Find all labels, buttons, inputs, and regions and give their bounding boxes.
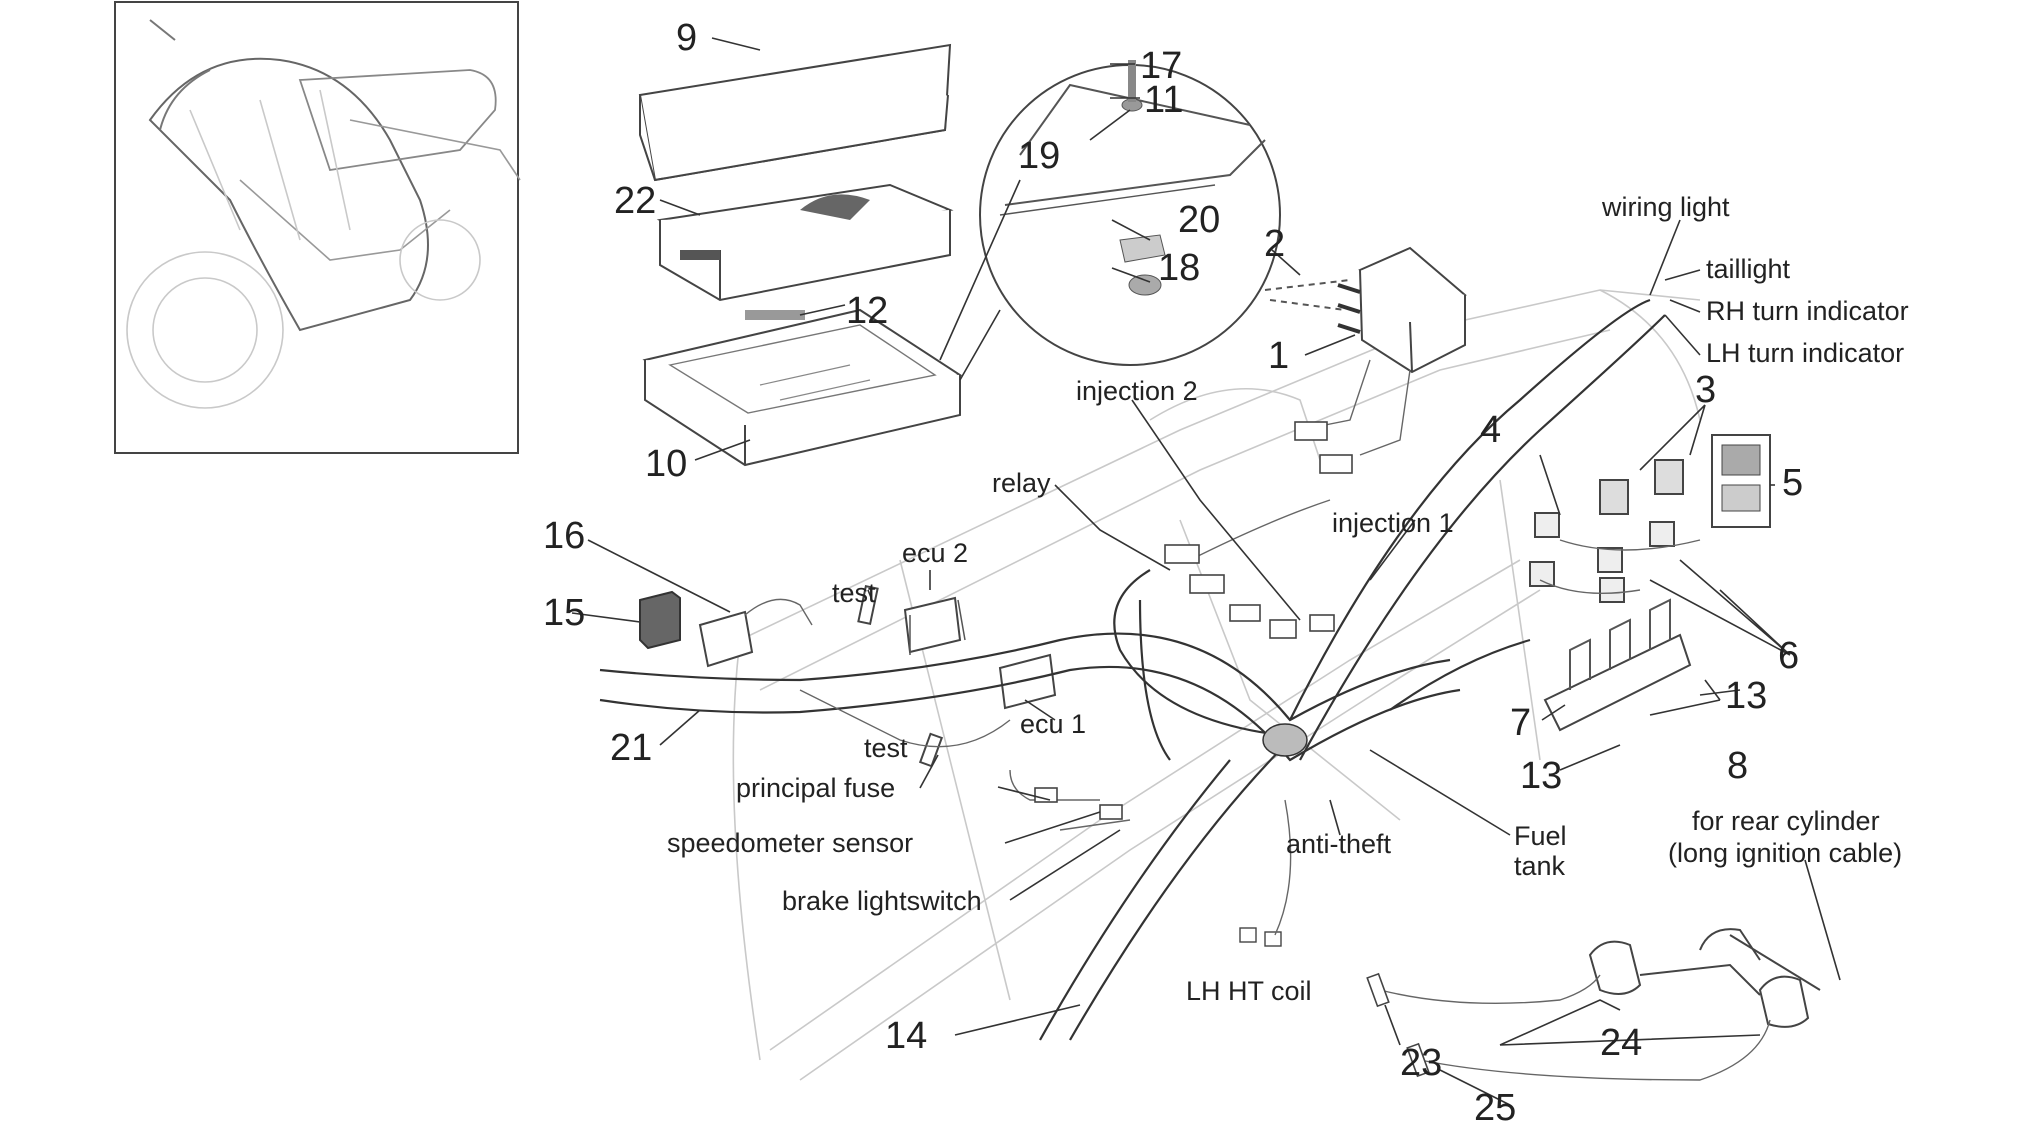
label-long-ignition-cable: (long ignition cable)	[1668, 838, 1902, 868]
callout-24: 24	[1600, 1022, 1642, 1064]
label-fuel: Fuel	[1514, 821, 1567, 851]
callout-1: 1	[1268, 335, 1289, 377]
relay-box-part-5	[1711, 434, 1771, 528]
callout-2: 2	[1264, 223, 1285, 265]
callout-8: 8	[1727, 745, 1748, 787]
label-injection-2: injection 2	[1076, 376, 1198, 406]
callout-5: 5	[1782, 462, 1803, 504]
label-anti-theft: anti-theft	[1286, 829, 1392, 859]
label-principal-fuse: principal fuse	[736, 773, 895, 803]
callout-20: 20	[1178, 199, 1220, 241]
ecu-connectors	[857, 584, 1057, 768]
callout-9: 9	[676, 17, 697, 59]
text-labels: wiring light taillight RH turn indicator…	[667, 192, 1909, 1006]
callout-6: 6	[1778, 635, 1799, 677]
label-test-bottom: test	[864, 733, 908, 763]
module-part-15	[639, 590, 681, 650]
label-lh-ht-coil: LH HT coil	[1186, 976, 1312, 1006]
callout-18: 18	[1158, 247, 1200, 289]
label-speedometer-sensor: speedometer sensor	[667, 828, 913, 858]
label-lh-turn-indicator: LH turn indicator	[1706, 338, 1904, 368]
label-rh-turn-indicator: RH turn indicator	[1706, 296, 1909, 326]
callout-19: 19	[1018, 135, 1060, 177]
callout-14: 14	[885, 1015, 927, 1057]
label-injection-1: injection 1	[1332, 508, 1454, 538]
callout-10: 10	[645, 443, 687, 485]
label-brake-lightswitch: brake lightswitch	[782, 886, 982, 916]
callout-17: 17	[1140, 45, 1182, 87]
callout-7: 7	[1510, 702, 1531, 744]
ecu-cover-part-9	[638, 43, 952, 182]
callout-13-right: 13	[1725, 675, 1767, 717]
label-taillight: taillight	[1706, 254, 1791, 284]
callout-15: 15	[543, 592, 585, 634]
ecu-tray-part-10	[642, 308, 963, 467]
ecu-unit-part-22	[656, 183, 954, 302]
motorcycle-inset	[114, 1, 521, 454]
callout-numbers: 9 22 12 10 17 11 19 20 18 2 1 3 4 5 6 7 …	[543, 17, 1803, 1124]
callout-23: 23	[1400, 1042, 1442, 1084]
ignition-coils-part-24	[1366, 928, 1821, 1081]
label-test-top: test	[832, 578, 876, 608]
callout-25: 25	[1474, 1087, 1516, 1124]
callout-11: 11	[1144, 79, 1183, 121]
leader-lines	[571, 37, 1841, 1106]
callout-21: 21	[610, 727, 652, 769]
callout-13-left: 13	[1520, 755, 1562, 797]
callout-22: 22	[614, 180, 656, 222]
regulator-part-1	[1264, 246, 1467, 374]
callout-4: 4	[1480, 409, 1501, 451]
module-part-16	[698, 598, 813, 668]
callout-16: 16	[543, 515, 585, 557]
label-ecu-2: ecu 2	[902, 538, 968, 568]
main-harness	[599, 298, 1701, 1041]
label-rear-cylinder: for rear cylinder	[1692, 806, 1880, 836]
relay-bracket-part-7	[1543, 598, 1692, 732]
zoom-detail-circle	[939, 60, 1281, 381]
label-ecu-1: ecu 1	[1020, 709, 1086, 739]
connector-blocks	[1529, 459, 1684, 603]
callout-3: 3	[1695, 369, 1716, 411]
label-wiring-light: wiring light	[1601, 192, 1730, 222]
label-relay: relay	[992, 468, 1051, 498]
callout-12: 12	[846, 290, 888, 332]
label-tank: tank	[1514, 851, 1566, 881]
